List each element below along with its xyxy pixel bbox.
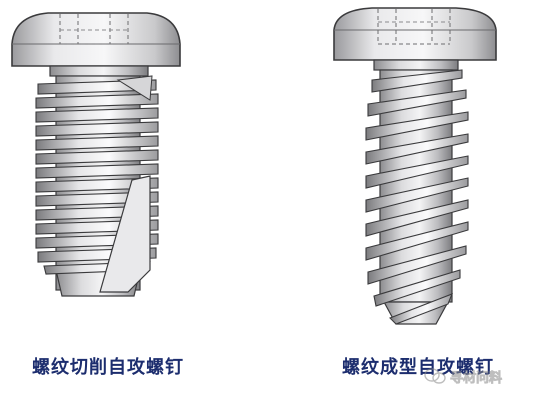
thread-forming-screw [333,7,497,325]
watermark: 寻材问料 [424,362,532,390]
thread-cutting-screw-caption: 螺纹切削自攻螺钉 [32,357,184,378]
left-screw-cutting-flute [99,175,151,293]
watermark-text: 寻材问料 [450,370,503,386]
right-screw-head [333,7,497,61]
right-screw-threads [365,69,469,325]
thread-forming-screw-caption: 螺纹成型自攻螺钉 [342,357,494,378]
thread-cutting-screw [11,12,181,297]
chat-bubble-icon [424,368,446,384]
left-screw-head [11,12,181,67]
